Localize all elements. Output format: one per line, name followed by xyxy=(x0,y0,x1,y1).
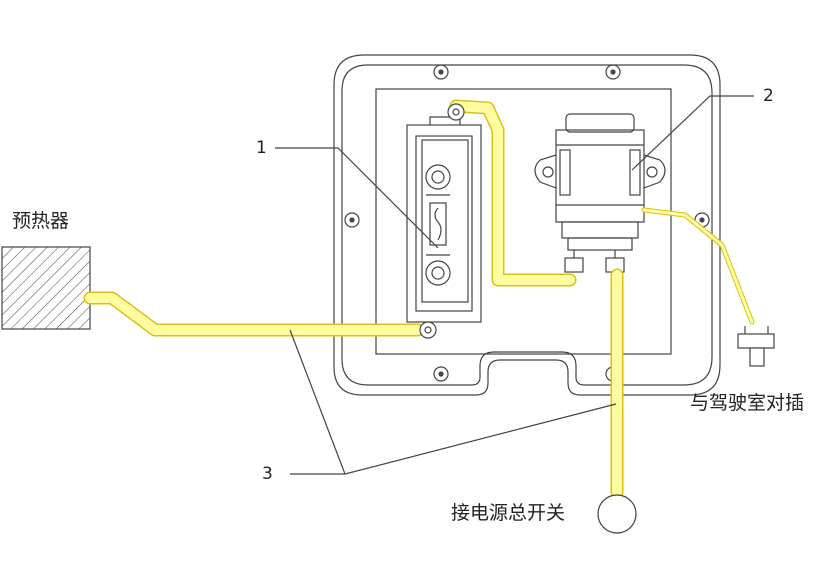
cab-plug-connector xyxy=(737,326,775,367)
switch-terminal xyxy=(597,494,637,534)
callout-3: 3 xyxy=(262,464,273,484)
fuse-holder xyxy=(406,116,482,323)
cable-fuse-relay xyxy=(449,99,577,287)
cables xyxy=(83,99,755,499)
leader-3a xyxy=(289,329,346,475)
preheater-label: 预热器 xyxy=(12,210,70,232)
leader-lines xyxy=(275,95,754,475)
main-power-switch-label: 接电源总开关 xyxy=(451,502,566,524)
cab-plug-label: 与驾驶室对插 xyxy=(690,392,805,414)
leader-3b xyxy=(290,403,617,475)
fuse-terminals xyxy=(419,103,465,339)
relay xyxy=(534,113,666,273)
callout-2: 2 xyxy=(763,86,774,106)
preheater-block xyxy=(1,246,91,330)
mounting-plate xyxy=(333,54,721,396)
callout-1: 1 xyxy=(256,138,267,158)
leader-2 xyxy=(631,95,754,171)
leader-1 xyxy=(275,147,439,249)
